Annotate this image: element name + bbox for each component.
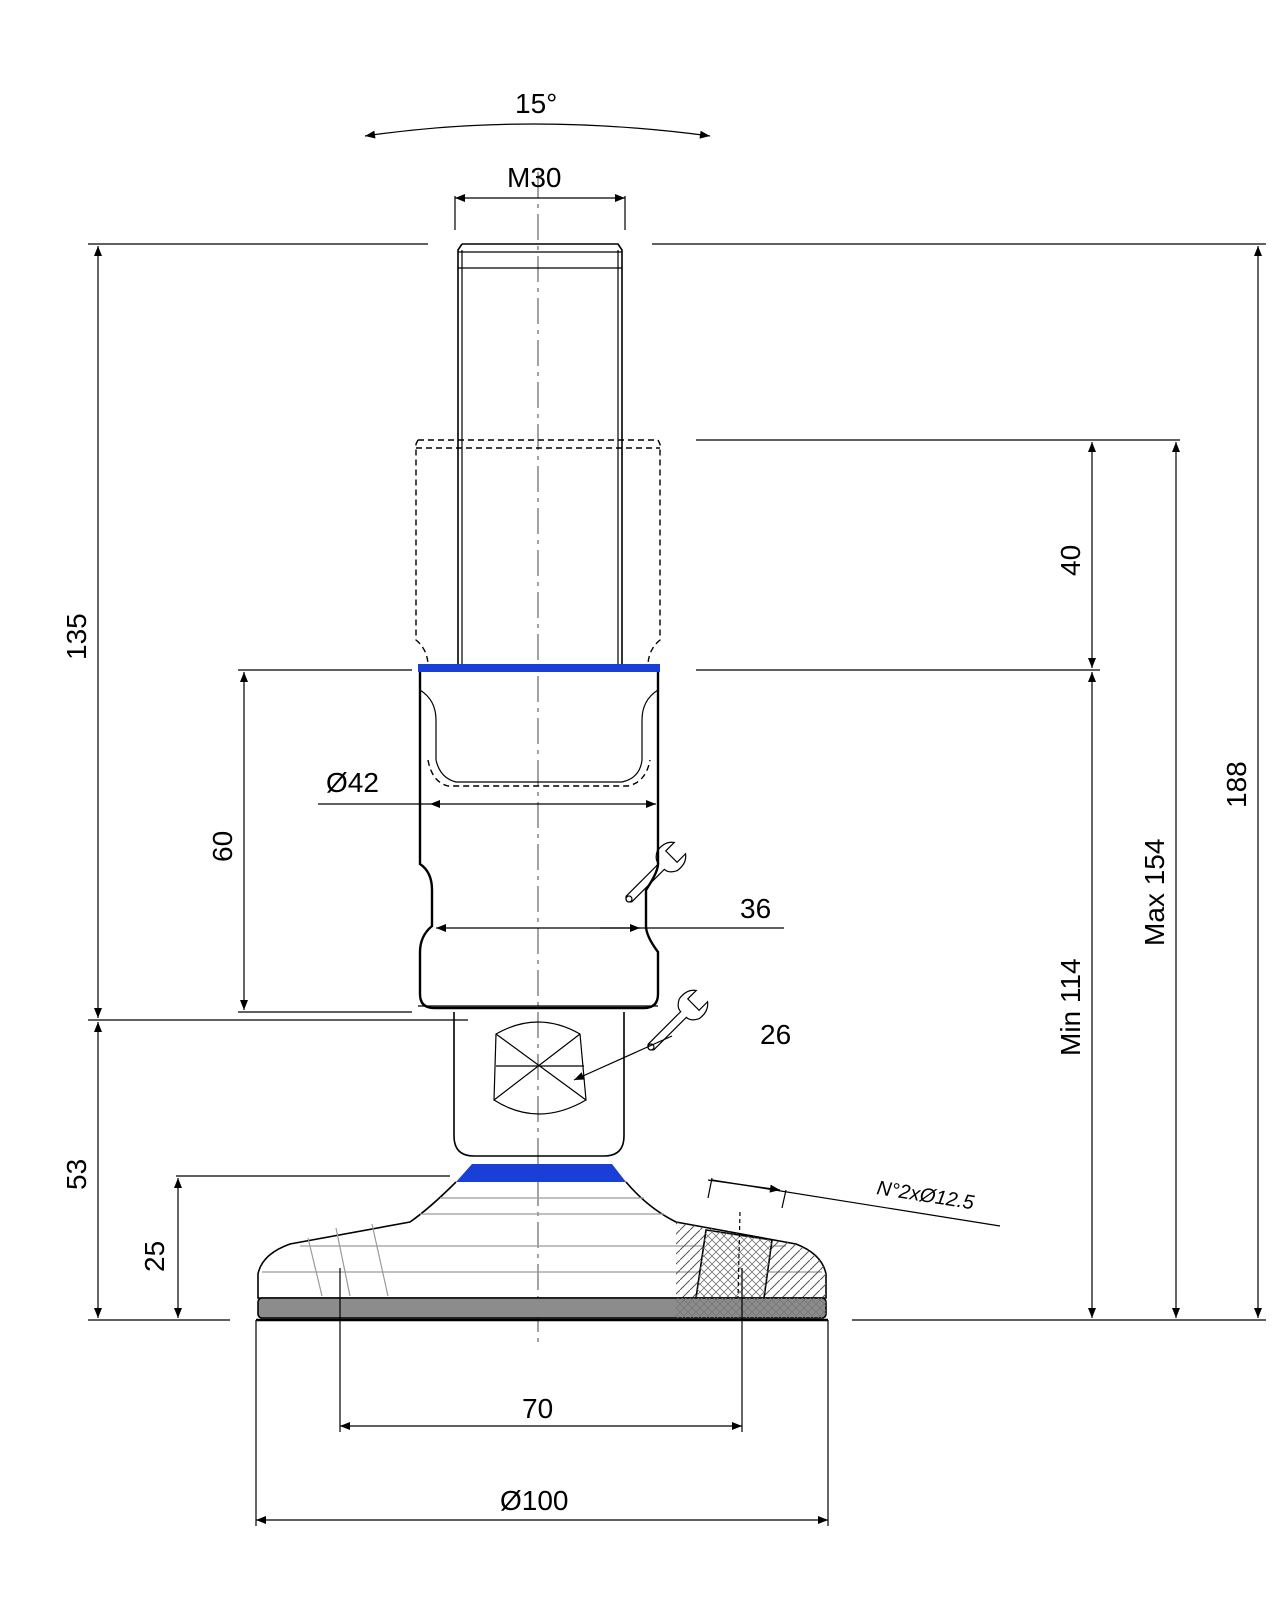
dimension-25-label: 25 [139,1241,170,1272]
base-diameter-label: Ø100 [500,1485,569,1516]
thread-dimension: M30 [454,162,626,230]
dimension-40-label: 40 [1055,545,1086,576]
wrench-36-label: 36 [740,893,771,924]
wrench-26-callout: 26 [573,989,791,1081]
dimension-188-label: 188 [1221,761,1252,808]
base-plate [257,1181,827,1299]
dimension-max-154-label: Max 154 [1139,839,1170,946]
wrench-26-label: 26 [760,1019,791,1050]
dimension-min-114-label: Min 114 [1055,958,1086,1056]
dimension-max-154: Max 154 [1139,442,1180,1318]
dimension-53: 53 [61,1019,468,1321]
extended-body-outline [415,439,661,787]
lower-neck [453,1012,625,1157]
dimension-135: 135 [61,243,428,1018]
dimension-60-label: 60 [207,831,238,862]
threaded-stud [457,243,623,668]
dimension-40: 40 [696,439,1180,671]
wrench-icon [647,989,709,1051]
upper-ring [418,664,660,672]
tilt-angle-dimension: 15° [364,88,711,139]
body-diameter-label: Ø42 [326,767,379,798]
holes-callout: N°2xØ12.5 [707,1177,1001,1227]
base-diameter-dimension: Ø100 [255,1320,829,1526]
ball-joint-ring [456,1164,626,1182]
wrench-36-callout: 36 [436,841,784,932]
dimension-60: 60 [207,669,412,1013]
dimension-188: 188 [652,243,1266,1318]
dimension-53-label: 53 [61,1159,92,1190]
wrench-icon [625,841,687,903]
body-diameter-dimension: Ø42 [318,767,656,804]
main-body [418,664,660,1010]
hole-spacing-label: 70 [522,1393,553,1424]
tilt-angle-label: 15° [515,88,557,119]
thread-label: M30 [507,162,561,193]
dimension-25: 25 [139,1175,450,1318]
dimension-min-114: Min 114 [852,672,1266,1321]
dimension-135-label: 135 [61,613,92,660]
hole-spacing-dimension: 70 [339,1268,743,1432]
